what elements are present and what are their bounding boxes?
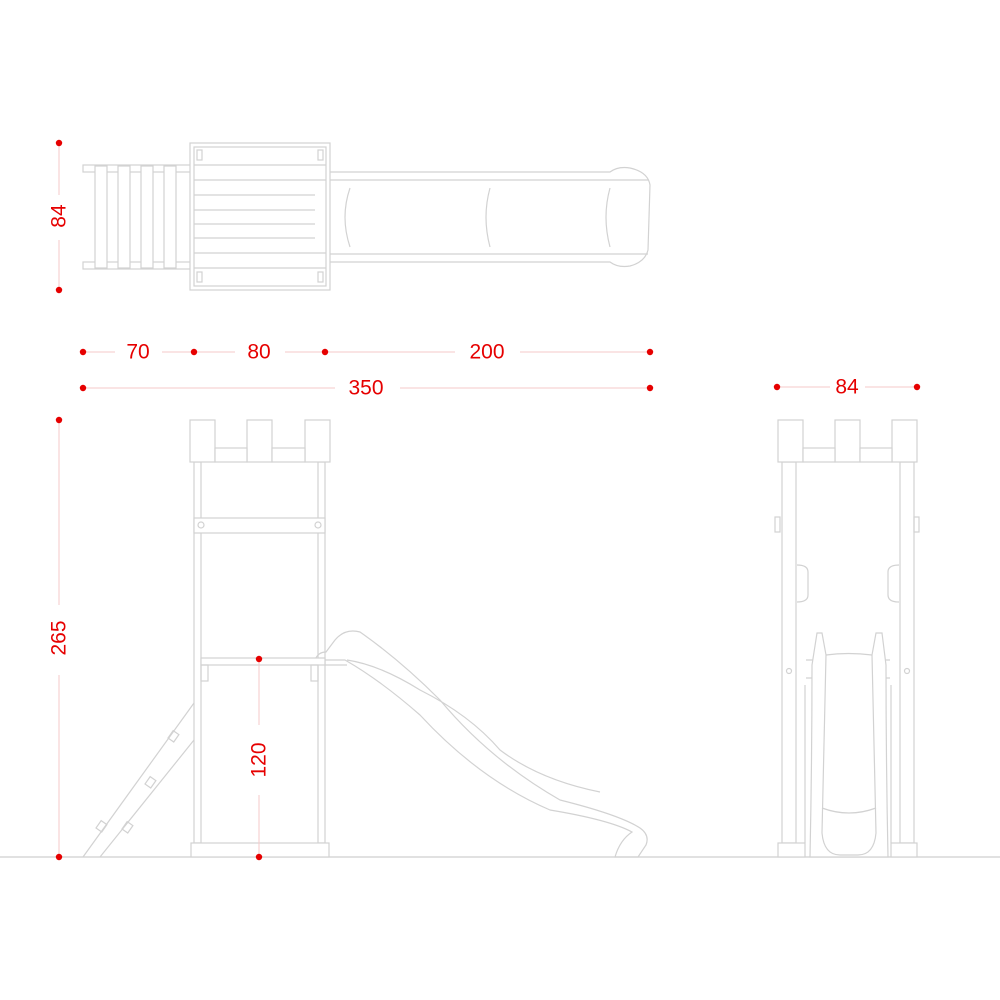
- length-dimensions: 70 80 200 350 84: [79, 341, 921, 400]
- front-slide: [314, 630, 648, 858]
- front-tower: [189, 419, 331, 858]
- platform-height-label: 120: [248, 742, 271, 777]
- dimension-platform-height: 120: [248, 655, 271, 861]
- dimension-total-height: 265: [48, 416, 71, 861]
- tower-width-label: 80: [247, 341, 270, 364]
- side-view: [774, 419, 920, 858]
- top-depth-label: 84: [48, 204, 71, 228]
- side-slide: [809, 632, 889, 858]
- top-view: 84: [48, 139, 651, 294]
- front-view: 265 120: [48, 416, 648, 861]
- front-ladder: [82, 702, 195, 858]
- dimension-top-depth: 84: [48, 139, 71, 294]
- top-ladder: [82, 164, 194, 270]
- ladder-length-label: 70: [126, 341, 149, 364]
- total-height-label: 265: [48, 620, 71, 655]
- total-length-label: 350: [348, 377, 383, 400]
- side-width-label: 84: [835, 376, 859, 399]
- slide-length-label: 200: [469, 341, 504, 364]
- top-slide: [314, 166, 651, 268]
- top-platform: [189, 142, 331, 291]
